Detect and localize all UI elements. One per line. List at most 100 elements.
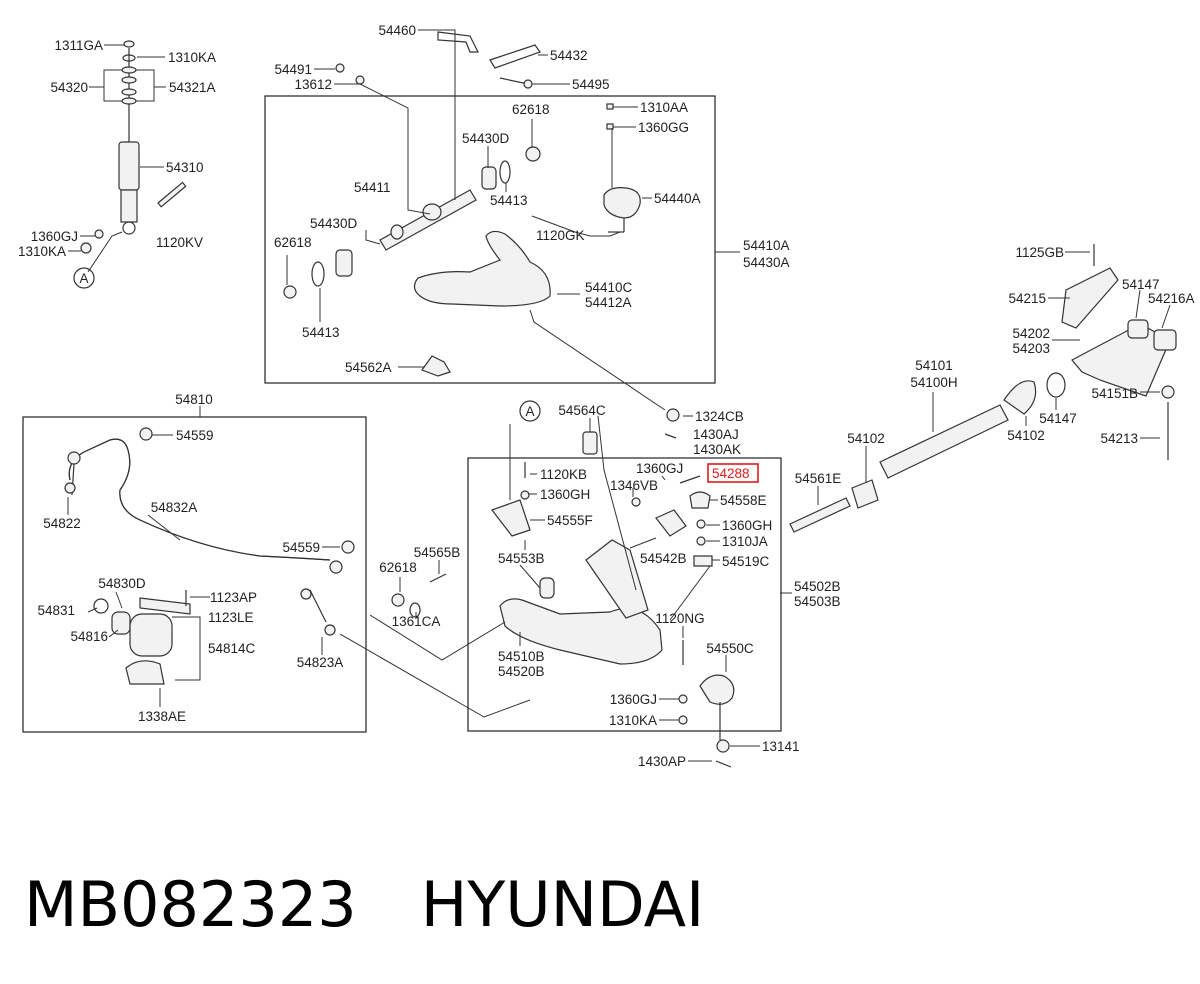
callout-54553B: 54553B — [498, 551, 545, 566]
callout-62618-b: 62618 — [274, 235, 312, 250]
callout-54321A: 54321A — [169, 80, 216, 95]
callout-54410C: 54410C — [585, 280, 633, 295]
callout-54559-b: 54559 — [282, 540, 320, 555]
callout-54822: 54822 — [43, 516, 81, 531]
callout-54430D-b: 54430D — [310, 216, 358, 231]
shock-absorber — [80, 40, 187, 254]
part-number: MB082323 — [24, 868, 357, 941]
callout-1324CB: 1324CB — [695, 409, 744, 424]
callout-62618-a: 62618 — [512, 102, 550, 117]
callout-54203: 54203 — [1012, 341, 1050, 356]
callout-A-bottom: A — [525, 404, 534, 419]
callout-1123LE: 1123LE — [208, 610, 254, 625]
callout-54816: 54816 — [70, 629, 108, 644]
callout-1120GK: 1120GK — [536, 228, 585, 243]
callout-1360GJ-b: 1360GJ — [636, 461, 683, 476]
callout-1120KB: 1120KB — [540, 467, 587, 482]
brand-name: HYUNDAI — [420, 868, 705, 941]
callout-54100H: 54100H — [910, 375, 957, 390]
lower-arm-group-box — [467, 457, 782, 732]
callout-54510B: 54510B — [498, 649, 545, 664]
stabilizer-group-box — [22, 416, 367, 733]
callout-54215: 54215 — [1008, 291, 1046, 306]
callout-1310KA-top: 1310KA — [168, 50, 216, 65]
ref-circle-a-bottom — [519, 400, 541, 422]
callout-54411: 54411 — [354, 180, 391, 195]
callout-54102-a: 54102 — [847, 431, 885, 446]
callout-54830D: 54830D — [98, 576, 146, 591]
callout-54413-a: 54413 — [490, 193, 528, 208]
callout-54564C: 54564C — [558, 403, 606, 418]
lower-arm-parts — [391, 408, 735, 768]
callout-A-top: A — [79, 271, 88, 286]
callout-54542B: 54542B — [640, 551, 687, 566]
callout-54101: 54101 — [915, 358, 953, 373]
callout-1125GB: 1125GB — [1015, 245, 1064, 260]
callout-1360GG: 1360GG — [638, 120, 689, 135]
callout-54810: 54810 — [175, 392, 213, 407]
upper-arm-parts — [283, 31, 641, 377]
callout-1310JA: 1310JA — [722, 534, 768, 549]
callout-54520B: 54520B — [498, 664, 545, 679]
highlight-box — [707, 463, 759, 483]
callout-54213: 54213 — [1100, 431, 1138, 446]
callout-1430AJ: 1430AJ — [693, 427, 739, 442]
drive-shaft-parts — [789, 244, 1177, 533]
callout-62618-c: 62618 — [379, 560, 417, 575]
callout-54565B: 54565B — [414, 545, 461, 560]
callout-13141: 13141 — [762, 739, 800, 754]
callout-54814C: 54814C — [208, 641, 256, 656]
callout-1120NG: 1120NG — [655, 611, 704, 626]
callout-1360GJ-c: 1360GJ — [610, 692, 657, 707]
callout-54831: 54831 — [37, 603, 75, 618]
callout-54495: 54495 — [572, 77, 610, 92]
callout-54410A: 54410A — [743, 238, 790, 253]
ref-circle-a-top — [73, 267, 95, 289]
callout-54561E: 54561E — [795, 471, 842, 486]
leader-lines — [67, 29, 1171, 762]
callout-54412A: 54412A — [585, 295, 632, 310]
callout-1123AP: 1123AP — [210, 590, 257, 605]
callout-54460: 54460 — [378, 23, 416, 38]
callout-54147-a: 54147 — [1122, 277, 1160, 292]
callout-54216A: 54216A — [1148, 291, 1195, 306]
callout-1120KV: 1120KV — [156, 235, 203, 250]
callout-1338AE: 1338AE — [138, 709, 186, 724]
callout-1310AA: 1310AA — [640, 100, 688, 115]
callout-54151B: 54151B — [1091, 386, 1138, 401]
callout-54430A: 54430A — [743, 255, 790, 270]
callout-1310KA-b: 1310KA — [609, 713, 657, 728]
callout-54432: 54432 — [550, 48, 588, 63]
callout-54503B: 54503B — [794, 594, 841, 609]
callout-1360GH-a: 1360GH — [540, 487, 590, 502]
callout-54491: 54491 — [274, 62, 312, 77]
callout-54320: 54320 — [50, 80, 88, 95]
callout-54413-b: 54413 — [302, 325, 340, 340]
callout-54288: 54288 — [712, 466, 750, 481]
callout-54440A: 54440A — [654, 191, 701, 206]
callout-13612: 13612 — [294, 77, 332, 92]
footer: MB082323 HYUNDAI — [24, 860, 704, 950]
callout-54519C: 54519C — [722, 554, 770, 569]
callout-54832A: 54832A — [151, 500, 198, 515]
callout-1361CA: 1361CA — [392, 614, 441, 629]
callout-1360GH-b: 1360GH — [722, 518, 772, 533]
callout-54202: 54202 — [1012, 326, 1050, 341]
callout-54823A: 54823A — [297, 655, 344, 670]
callout-1360GJ-a: 1360GJ — [31, 229, 78, 244]
callout-54102-b: 54102 — [1007, 428, 1045, 443]
callout-54559-a: 54559 — [176, 428, 214, 443]
callout-54502B: 54502B — [794, 579, 841, 594]
callout-54310: 54310 — [166, 160, 204, 175]
upper-arm-group-box — [264, 95, 716, 384]
callout-1430AK: 1430AK — [693, 442, 741, 457]
callout-54558E: 54558E — [720, 493, 767, 508]
stabilizer-parts — [64, 427, 355, 685]
callout-54147-b: 54147 — [1039, 411, 1077, 426]
callout-1310KA-a: 1310KA — [18, 244, 66, 259]
callout-1311GA: 1311GA — [54, 38, 103, 53]
callout-1430AP: 1430AP — [638, 754, 686, 769]
callout-54555F: 54555F — [547, 513, 593, 528]
callout-54562A: 54562A — [345, 360, 392, 375]
